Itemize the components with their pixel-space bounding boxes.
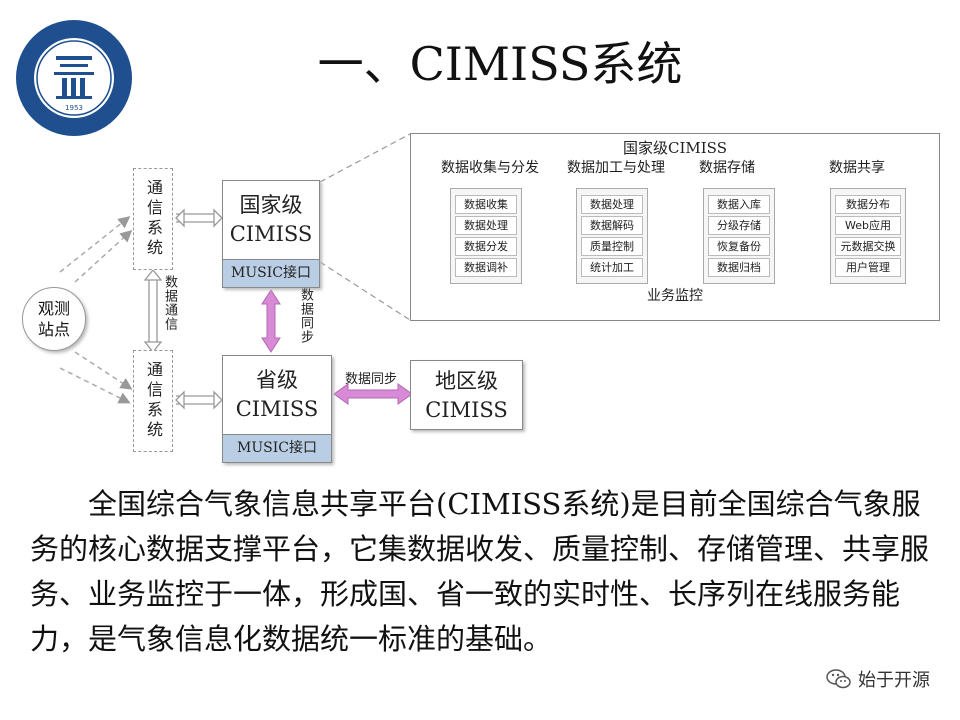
national-detail-title: 国家级CIMISS bbox=[623, 139, 727, 157]
cell: 恢复备份 bbox=[708, 237, 770, 256]
cell: 数据入库 bbox=[708, 195, 770, 214]
university-logo: 1953 bbox=[16, 20, 132, 136]
cell: 数据处理 bbox=[455, 216, 517, 235]
cell: 数据调补 bbox=[455, 258, 517, 277]
stage-collect: 数据收集与分发 bbox=[441, 160, 539, 176]
column-process: 数据处理 数据解码 质量控制 统计加工 bbox=[576, 188, 648, 284]
watermark: 始于开源 bbox=[826, 666, 930, 692]
column-collect: 数据收集 数据处理 数据分发 数据调补 bbox=[450, 188, 522, 284]
comm-system-bottom-label: 通信系统 bbox=[144, 361, 163, 441]
cell: 数据归档 bbox=[708, 258, 770, 277]
cell: 分级存储 bbox=[708, 216, 770, 235]
data-sync-vertical-label: 数据同步 bbox=[298, 288, 313, 344]
cell: 数据处理 bbox=[581, 195, 643, 214]
watermark-text: 始于开源 bbox=[858, 670, 930, 691]
description-text: 全国综合气象信息共享平台(CIMISS系统)是目前全国综合气象服务的核心数据支撑… bbox=[30, 487, 930, 656]
wechat-icon bbox=[826, 669, 851, 689]
cell: 数据分发 bbox=[455, 237, 517, 256]
comm-system-bottom: 通信系统 bbox=[133, 350, 173, 452]
column-share: 数据分布 Web应用 元数据交换 用户管理 bbox=[830, 188, 906, 284]
regional-cimiss-title: 地区级 CIMISS bbox=[425, 369, 508, 422]
cell: 质量控制 bbox=[581, 237, 643, 256]
cell: 数据收集 bbox=[455, 195, 517, 214]
provincial-cimiss-title: 省级 CIMISS bbox=[235, 368, 319, 421]
slide-title: 一、CIMISS系统 bbox=[317, 37, 683, 91]
cell: 数据解码 bbox=[581, 216, 643, 235]
monitor-label: 业务监控 bbox=[647, 288, 703, 304]
stage-storage: 数据存储 bbox=[699, 160, 755, 176]
cell: 元数据交换 bbox=[835, 237, 901, 256]
comm-system-top-label: 通信系统 bbox=[144, 179, 163, 259]
cell: 用户管理 bbox=[835, 258, 901, 277]
national-cimiss-title: 国家级 CIMISS bbox=[229, 193, 313, 246]
data-sync-horizontal-label: 数据同步 bbox=[345, 372, 398, 387]
description-paragraph: 全国综合气象信息共享平台(CIMISS系统)是目前全国综合气象服务的核心数据支撑… bbox=[30, 482, 940, 662]
national-cimiss-box: 国家级 CIMISS MUSIC接口 bbox=[222, 180, 320, 288]
provincial-cimiss-box: 省级 CIMISS MUSIC接口 bbox=[222, 355, 332, 463]
national-music-interface: MUSIC接口 bbox=[223, 259, 319, 287]
observation-station-node: 观测 站点 bbox=[22, 287, 86, 351]
stage-process: 数据加工与处理 bbox=[567, 160, 665, 176]
regional-cimiss-box: 地区级 CIMISS bbox=[410, 360, 523, 430]
stage-share: 数据共享 bbox=[829, 160, 885, 176]
cell: Web应用 bbox=[835, 216, 901, 235]
comm-system-top: 通信系统 bbox=[133, 168, 173, 270]
observation-station-label: 观测 站点 bbox=[37, 299, 70, 339]
cell: 数据分布 bbox=[835, 195, 901, 214]
provincial-music-interface: MUSIC接口 bbox=[223, 434, 331, 462]
data-comm-label: 数据通信 bbox=[162, 275, 177, 331]
logo-year: 1953 bbox=[65, 104, 83, 112]
cell: 统计加工 bbox=[581, 258, 643, 277]
column-storage: 数据入库 分级存储 恢复备份 数据归档 bbox=[703, 188, 775, 284]
